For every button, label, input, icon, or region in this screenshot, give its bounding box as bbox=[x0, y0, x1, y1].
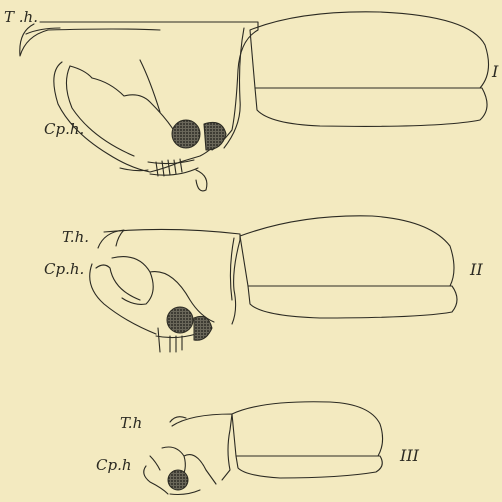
elytra-upper bbox=[232, 402, 383, 456]
compound-eye-3 bbox=[168, 470, 188, 490]
thoracic-horn bbox=[20, 24, 160, 56]
beetle-figure-2 bbox=[90, 216, 457, 352]
fig2-thoracic-horn-label: T.h. bbox=[62, 230, 89, 245]
compound-eye-2 bbox=[167, 307, 193, 333]
elytra-lower bbox=[255, 88, 487, 126]
fig3-numeral: III bbox=[400, 448, 419, 464]
fig2-numeral: II bbox=[470, 262, 483, 278]
compound-eye-1 bbox=[172, 120, 200, 148]
fig1-cephalic-horn-label: Cp.h. bbox=[44, 122, 84, 137]
cephalic-horn bbox=[144, 466, 168, 494]
elytra-lower bbox=[248, 286, 457, 318]
elytra-upper bbox=[250, 12, 489, 88]
fig2-cephalic-horn-label: Cp.h. bbox=[44, 262, 84, 277]
cephalic-horn bbox=[54, 62, 150, 172]
fig3-cephalic-horn-label: Cp.h bbox=[96, 458, 132, 473]
fig1-thoracic-horn-label: T .h. bbox=[4, 10, 38, 25]
thoracic-horn bbox=[98, 230, 124, 248]
fig1-numeral: I bbox=[492, 64, 498, 80]
elytra-lower bbox=[236, 456, 382, 478]
thoracic-horn bbox=[170, 417, 186, 422]
beetle-figure-1 bbox=[20, 12, 489, 191]
fig3-thoracic-horn-label: T.h bbox=[120, 416, 142, 431]
elytra-upper bbox=[240, 216, 454, 286]
